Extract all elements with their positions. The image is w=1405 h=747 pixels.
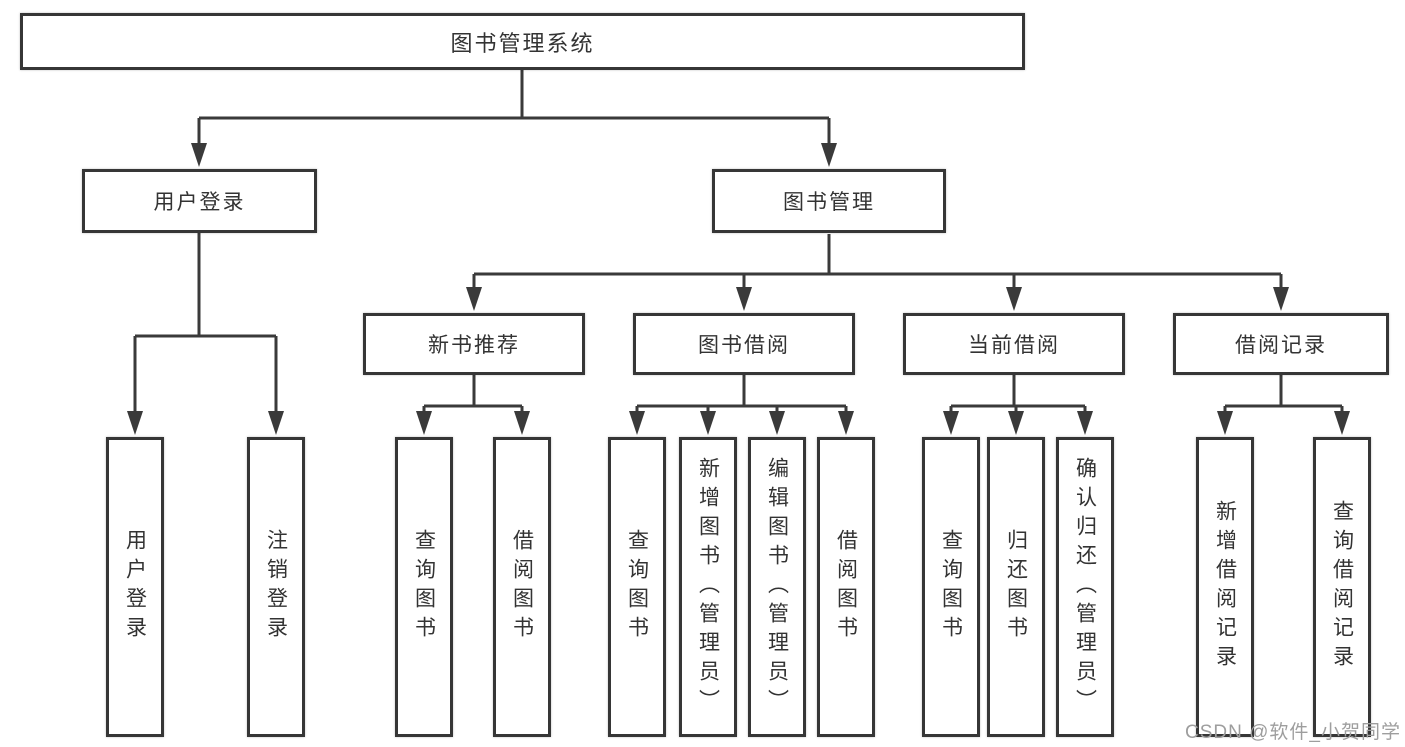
node-root-label: 图书管理系统	[450, 30, 595, 56]
leaf-bb-edit-book: 编辑图书（管理员）	[748, 437, 806, 737]
leaf-rec-borrow-book-label: 借阅图书	[510, 529, 534, 645]
node-root: 图书管理系统	[20, 13, 1025, 70]
node-user-login: 用户登录	[82, 169, 317, 233]
node-new-book-rec-label: 新书推荐	[428, 334, 520, 357]
watermark: CSDN @软件_小贺同学	[1185, 722, 1401, 743]
leaf-rec-borrow-book: 借阅图书	[493, 437, 551, 737]
leaf-cb-confirm-return-label: 确认归还（管理员）	[1073, 456, 1097, 718]
leaf-br-add-record-label: 新增借阅记录	[1213, 500, 1237, 674]
leaf-br-query-record: 查询借阅记录	[1313, 437, 1371, 737]
leaf-br-add-record: 新增借阅记录	[1196, 437, 1254, 737]
leaf-cb-confirm-return: 确认归还（管理员）	[1056, 437, 1114, 737]
leaf-bb-edit-book-label: 编辑图书（管理员）	[765, 456, 789, 718]
node-current-borrow-label: 当前借阅	[968, 334, 1060, 357]
node-current-borrow: 当前借阅	[903, 313, 1125, 375]
node-book-borrow: 图书借阅	[633, 313, 855, 375]
leaf-logout: 注销登录	[247, 437, 305, 737]
leaf-rec-query-book-label: 查询图书	[412, 529, 436, 645]
node-borrow-record-label: 借阅记录	[1235, 334, 1327, 357]
leaf-br-query-record-label: 查询借阅记录	[1330, 500, 1354, 674]
connector-arrowheads	[127, 143, 1350, 435]
node-book-borrow-label: 图书借阅	[698, 334, 790, 357]
leaf-rec-query-book: 查询图书	[395, 437, 453, 737]
leaf-bb-query-book-label: 查询图书	[625, 529, 649, 645]
leaf-bb-query-book: 查询图书	[608, 437, 666, 737]
leaf-bb-add-book-label: 新增图书（管理员）	[696, 456, 720, 718]
node-book-mgmt-label: 图书管理	[783, 191, 875, 214]
leaf-cb-query-book-label: 查询图书	[939, 529, 963, 645]
leaf-logout-label: 注销登录	[264, 529, 288, 645]
node-book-mgmt: 图书管理	[712, 169, 946, 233]
leaf-user-login-label: 用户登录	[123, 529, 147, 645]
connector-arrow-shafts	[133, 118, 1344, 415]
node-new-book-rec: 新书推荐	[363, 313, 585, 375]
leaf-cb-query-book: 查询图书	[922, 437, 980, 737]
connector-buses	[135, 70, 1342, 408]
leaf-user-login: 用户登录	[106, 437, 164, 737]
leaf-bb-borrow-book: 借阅图书	[817, 437, 875, 737]
node-borrow-record: 借阅记录	[1173, 313, 1389, 375]
node-user-login-label: 用户登录	[153, 191, 246, 214]
leaf-cb-return-book-label: 归还图书	[1004, 529, 1028, 645]
leaf-bb-add-book: 新增图书（管理员）	[679, 437, 737, 737]
leaf-bb-borrow-book-label: 借阅图书	[834, 529, 858, 645]
leaf-cb-return-book: 归还图书	[987, 437, 1045, 737]
